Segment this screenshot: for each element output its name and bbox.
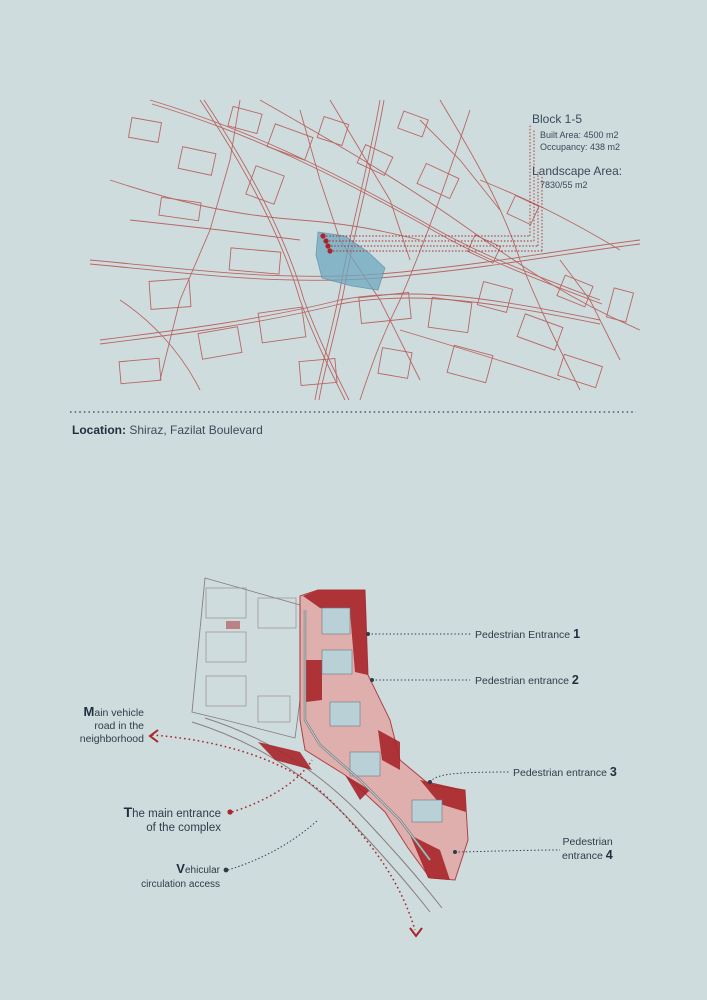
- pedestrian-entrance-1: Pedestrian Entrance 1: [475, 627, 581, 641]
- landscape-title: Landscape Area:: [532, 164, 623, 178]
- location-line: Location: Shiraz, Fazilat Boulevard: [72, 423, 263, 437]
- pedestrian-entrance-4: Pedestrian entrance 4: [562, 836, 613, 862]
- main-entrance-label: The main entrance of the complex: [123, 804, 221, 834]
- occupancy: Occupancy: 438 m2: [540, 142, 621, 152]
- landscape-value: 7830/55 m2: [540, 180, 588, 190]
- pedestrian-entrance-3: Pedestrian entrance 3: [513, 765, 617, 779]
- main-road-label: Main vehicle road in the neighborhood: [79, 704, 144, 745]
- location-value: Shiraz, Fazilat Boulevard: [129, 423, 263, 437]
- city-map: [70, 99, 641, 413]
- pedestrian-entrance-2: Pedestrian entrance 2: [475, 673, 579, 687]
- built-area: Built Area: 4500 m2: [540, 130, 619, 140]
- block-title: Block 1-5: [532, 112, 583, 126]
- location-label: Location:: [72, 423, 126, 437]
- vehicular-label: Vehicular circulation access: [141, 861, 220, 891]
